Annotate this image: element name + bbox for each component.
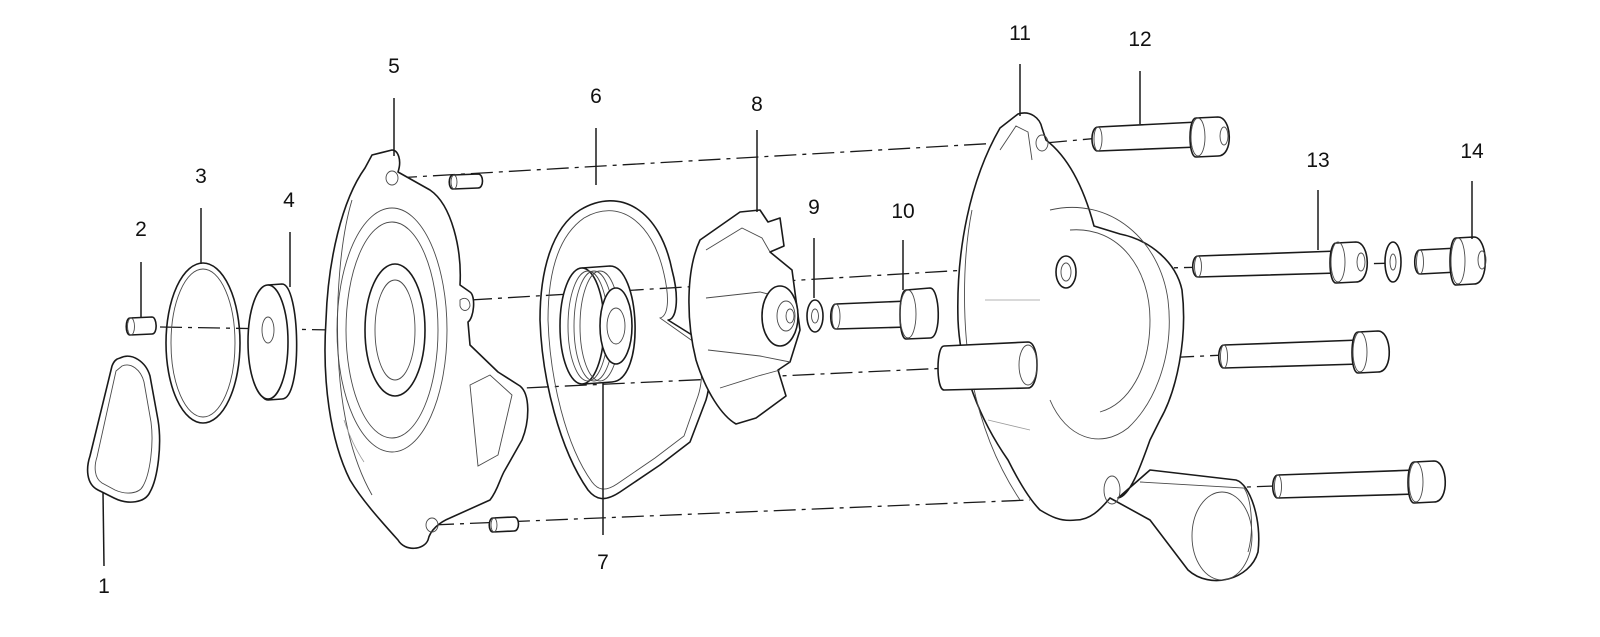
part-3-o-ring — [165, 262, 241, 424]
callout-3: 3 — [195, 165, 207, 188]
callout-12: 12 — [1128, 28, 1151, 51]
part-2-dowel-pin — [125, 316, 157, 336]
callout-labels: 1 2 3 4 5 6 7 8 9 10 11 12 13 14 — [98, 22, 1484, 598]
bolt-lower-1 — [1217, 330, 1390, 374]
bolt-lower-2 — [1271, 460, 1446, 504]
callout-7: 7 — [597, 551, 609, 574]
dowel-pin-upper — [448, 173, 484, 190]
part-9-washer — [806, 299, 824, 333]
callout-9: 9 — [808, 196, 820, 219]
part-4-seal-washer — [247, 283, 298, 401]
washer-13-14 — [1384, 241, 1402, 283]
callout-4: 4 — [283, 189, 295, 212]
callout-8: 8 — [751, 93, 763, 116]
part-8-impeller — [688, 209, 801, 425]
callout-13: 13 — [1306, 149, 1329, 172]
part-7-mechanical-seal — [559, 265, 636, 385]
dowel-pin-lower — [488, 516, 520, 533]
leader-lines — [102, 64, 1473, 567]
part-6-housing-gasket — [539, 200, 711, 500]
part-12-bolt-upper — [1091, 116, 1230, 158]
callout-2: 2 — [135, 218, 147, 241]
callout-11: 11 — [1009, 22, 1031, 45]
part-14-short-bolt — [1413, 236, 1487, 286]
part-5-pump-housing-plate — [324, 149, 529, 550]
callout-6: 6 — [590, 85, 602, 108]
callout-10: 10 — [891, 200, 914, 223]
part-11-pump-cover — [937, 112, 1260, 582]
callout-5: 5 — [388, 55, 400, 78]
callout-14: 14 — [1460, 140, 1484, 163]
part-13-bolt-middle — [1191, 241, 1368, 284]
part-1-gasket — [86, 355, 161, 503]
part-10-impeller-bolt — [829, 287, 940, 340]
callout-1: 1 — [98, 575, 110, 598]
